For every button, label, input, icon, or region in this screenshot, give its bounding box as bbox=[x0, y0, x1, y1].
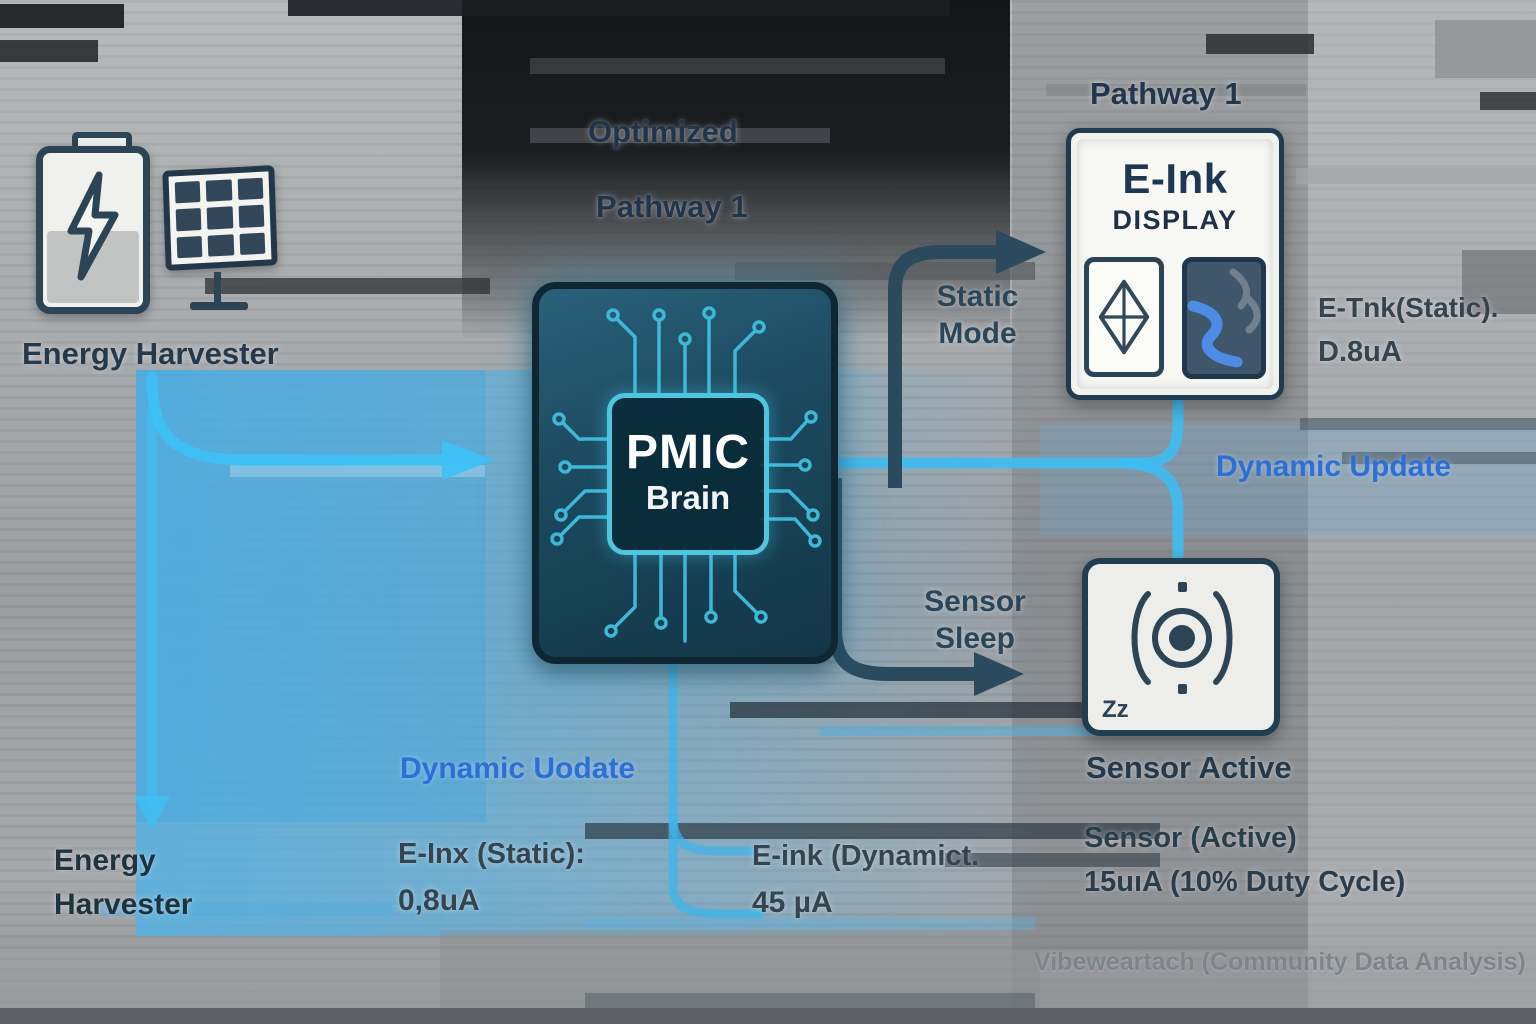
sensor-icon bbox=[1131, 582, 1233, 694]
solar-cell bbox=[206, 179, 233, 203]
glitch-bar bbox=[0, 4, 124, 28]
background-blue-wash bbox=[1040, 425, 1536, 535]
solar-panel-icon bbox=[162, 165, 278, 271]
sensor-active-label: Sensor Active bbox=[1086, 750, 1292, 785]
energy-harvester-label: Energy Harvester bbox=[22, 336, 279, 371]
eink-wave-icon bbox=[1187, 268, 1261, 368]
solar-cell bbox=[238, 205, 265, 228]
watermark: Vibeweartach (Community Data Analysis) bbox=[1034, 948, 1526, 976]
solar-cell bbox=[175, 208, 202, 231]
eink-static-left-stat-label: E-Inx (Static): bbox=[398, 838, 585, 870]
flow-pmic-down bbox=[668, 648, 765, 919]
energy-harvester-bottom-line2: Harvester bbox=[54, 888, 193, 921]
solar-cell bbox=[239, 232, 266, 256]
lightning-bolt-icon bbox=[67, 171, 119, 281]
glitch-bar bbox=[1046, 84, 1306, 96]
background-blue-wash bbox=[136, 370, 486, 822]
eink-dynamic-stat-label: E-ink (Dynamict. bbox=[752, 840, 980, 872]
eink-static-stat-label: E-Tnk(Static). bbox=[1318, 292, 1499, 323]
solar-panel-stand bbox=[214, 272, 221, 306]
glitch-bar bbox=[530, 128, 830, 143]
static-mode-label-line1: Static bbox=[936, 280, 1019, 313]
eink-static-stat-value: D.8uA bbox=[1318, 336, 1402, 368]
sensor-sleep-label-line2: Sleep bbox=[934, 622, 1016, 655]
eink-static-left-stat-value: 0,8uA bbox=[398, 884, 480, 917]
eink-display-inner: E-Ink DISPLAY bbox=[1077, 139, 1273, 389]
glitch-bar bbox=[1296, 168, 1536, 184]
glitch-bar bbox=[1342, 452, 1536, 464]
sensor-active-stat-value: 15uıA (10% Duty Cycle) bbox=[1084, 866, 1406, 898]
glitch-bar bbox=[530, 58, 945, 74]
dynamic-update-left-label: Dynamic Uodate bbox=[400, 752, 636, 785]
pmic-title: PMIC bbox=[626, 426, 750, 479]
glitch-bar bbox=[100, 903, 392, 916]
sensor-card: Zz bbox=[1082, 558, 1280, 736]
optimized-pathway-label: Pathway 1 bbox=[596, 189, 748, 224]
glitch-bar bbox=[1206, 34, 1314, 54]
battery-icon bbox=[36, 146, 150, 314]
glitch-bar bbox=[585, 823, 1160, 839]
pmic-subtitle: Brain bbox=[645, 479, 731, 516]
glitch-bar bbox=[730, 702, 1160, 718]
solar-cell bbox=[176, 235, 203, 259]
solar-cell bbox=[207, 233, 234, 257]
glitch-bar bbox=[0, 40, 98, 62]
eink-panels bbox=[1077, 257, 1273, 379]
glitch-bar bbox=[1462, 250, 1536, 314]
eink-display-card: E-Ink DISPLAY bbox=[1066, 128, 1284, 400]
sensor-zz-label: Zz bbox=[1102, 696, 1129, 723]
glitch-bar bbox=[820, 726, 1150, 736]
diamond-icon bbox=[1098, 279, 1150, 355]
pathway1-label: Pathway 1 bbox=[1090, 76, 1242, 111]
glitch-bar bbox=[1435, 20, 1536, 78]
solar-cell bbox=[174, 181, 201, 204]
eink-static-panel bbox=[1084, 257, 1164, 377]
glitch-bar bbox=[945, 853, 1160, 867]
background-bottom-edge bbox=[0, 1008, 1536, 1024]
solar-panel-base bbox=[190, 302, 248, 310]
glitch-bar bbox=[205, 278, 490, 294]
arrow-static-mode bbox=[888, 230, 1046, 488]
flow-arrow-harvester-to-pmic bbox=[134, 372, 494, 830]
static-mode-label-line2: Mode bbox=[938, 317, 1017, 350]
glitch-bar bbox=[1480, 92, 1536, 110]
solar-cell bbox=[237, 177, 264, 201]
glitch-bar bbox=[440, 930, 1040, 1010]
dynamic-update-right-label: Dynamic Update bbox=[1216, 450, 1452, 483]
glitch-bar bbox=[735, 262, 1035, 280]
circuit-traces-icon bbox=[550, 306, 822, 643]
glitch-bar bbox=[585, 993, 1035, 1009]
glitch-bar bbox=[288, 0, 950, 16]
glitch-bar bbox=[585, 918, 1035, 930]
sensor-sleep-label-line1: Sensor bbox=[924, 585, 1026, 618]
pmic-core: PMIC Brain bbox=[607, 393, 769, 555]
flow-pmic-to-display-sensor bbox=[824, 395, 1184, 589]
eink-subtitle: DISPLAY bbox=[1112, 205, 1238, 235]
pmic-chip: PMIC Brain bbox=[532, 282, 838, 664]
eink-title: E-Ink bbox=[1122, 155, 1228, 202]
glitch-bar bbox=[1300, 418, 1536, 430]
energy-harvester-bottom-line1: Energy bbox=[54, 844, 156, 877]
eink-dynamic-stat-value: 45 µA bbox=[752, 886, 833, 919]
eink-dynamic-panel bbox=[1182, 257, 1266, 379]
solar-cell bbox=[206, 206, 234, 230]
glitch-bar bbox=[230, 465, 485, 477]
optimized-label: Optimized bbox=[588, 114, 738, 149]
sensor-active-stat-label: Sensor (Active) bbox=[1084, 822, 1297, 854]
